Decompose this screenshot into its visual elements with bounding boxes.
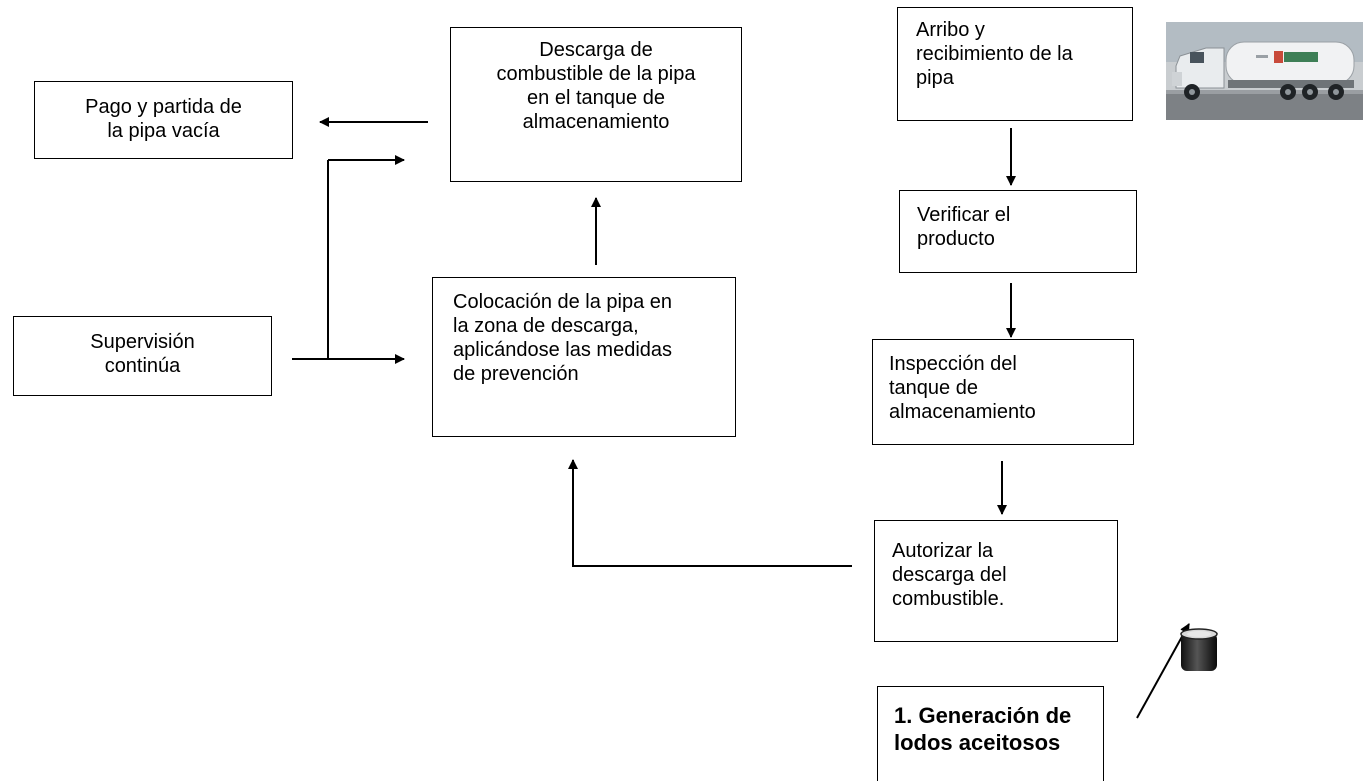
box-descarga-label: Descarga de combustible de la pipa en el…: [496, 39, 696, 133]
box-supervision-label: Supervisión continúa: [90, 331, 195, 377]
box-colocacion: Colocación de la pipa en la zona de desc…: [432, 277, 736, 437]
box-arribo-label: Arribo y recibimiento de la pipa: [916, 19, 1073, 89]
arrow-generacion-to-barrel: [1136, 623, 1190, 719]
box-generacion-label: 1. Generación de lodos aceitosos: [894, 703, 1072, 755]
box-autorizar-label: Autorizar la descarga del combustible.: [892, 540, 1007, 610]
tanker-truck-image: [1166, 22, 1363, 120]
box-inspeccion-label: Inspección del tanque de almacenamiento: [889, 353, 1036, 423]
box-autorizar: Autorizar la descarga del combustible.: [874, 520, 1118, 642]
box-supervision: Supervisión continúa: [13, 316, 272, 396]
box-verificar-label: Verificar el producto: [917, 204, 1011, 250]
box-inspeccion: Inspección del tanque de almacenamiento: [872, 339, 1134, 445]
box-colocacion-label: Colocación de la pipa en la zona de desc…: [453, 291, 673, 385]
box-arribo: Arribo y recibimiento de la pipa: [897, 7, 1133, 121]
box-generacion: 1. Generación de lodos aceitosos: [877, 686, 1104, 781]
box-descarga: Descarga de combustible de la pipa en el…: [450, 27, 742, 182]
box-pago: Pago y partida de la pipa vacía: [34, 81, 293, 159]
box-verificar: Verificar el producto: [899, 190, 1137, 273]
arrow-autorizar-to-colocacion: [568, 459, 852, 567]
oil-drum-icon: [1180, 628, 1218, 671]
box-pago-label: Pago y partida de la pipa vacía: [85, 96, 242, 142]
